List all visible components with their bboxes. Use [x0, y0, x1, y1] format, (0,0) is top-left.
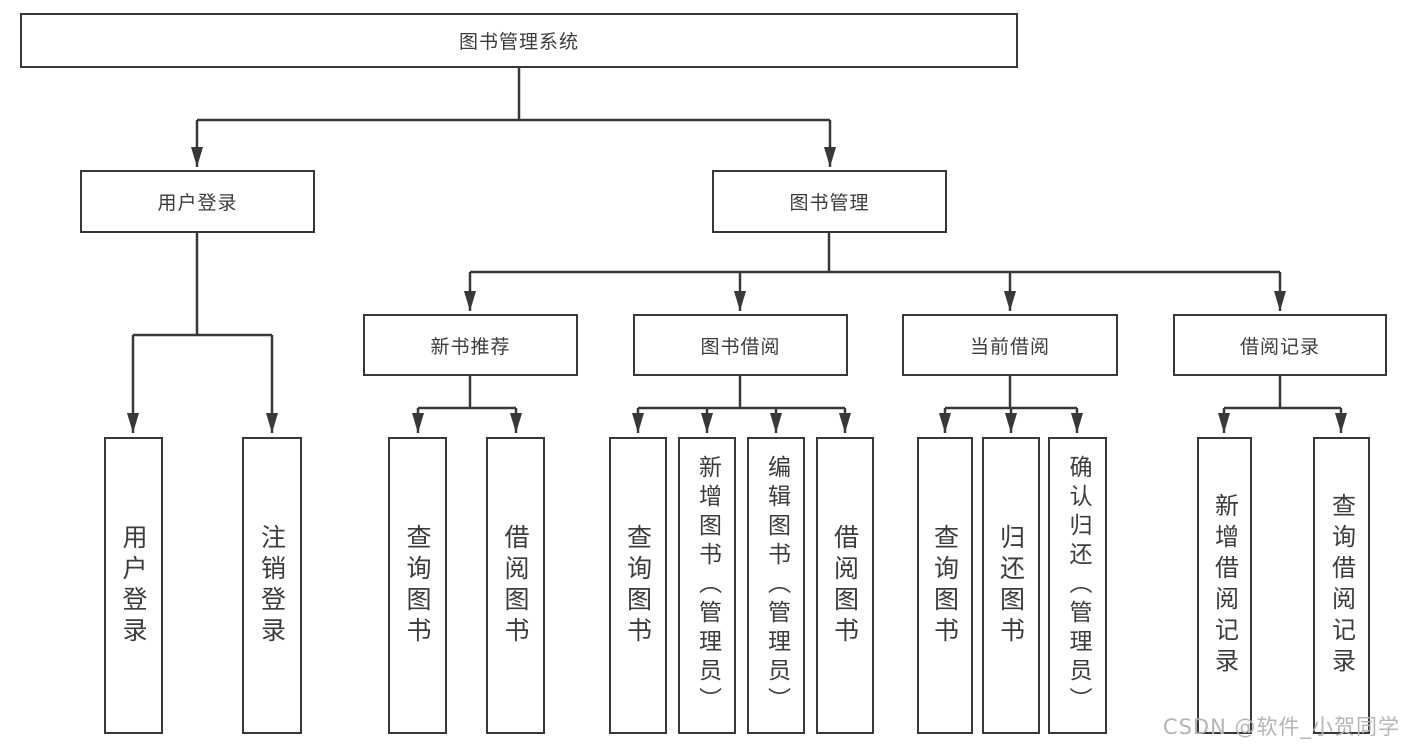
leaf-borrow-book-recommend: 借阅图书 [486, 437, 545, 734]
node-book-borrowing: 图书借阅 [633, 314, 848, 376]
node-book-borrowing-label: 图书借阅 [700, 335, 781, 358]
node-borrowing-records: 借阅记录 [1173, 314, 1387, 376]
node-borrowing-records-label: 借阅记录 [1239, 335, 1320, 358]
leaf-query-book-borrow: 查询图书 [609, 437, 667, 734]
leaf-query-book-recommend: 查询图书 [388, 437, 447, 734]
leaf-borrow-book-label: 借阅图书 [830, 523, 860, 648]
leaf-user-login: 用户登录 [104, 437, 163, 734]
leaf-borrow-book-recommend-label: 借阅图书 [501, 523, 530, 648]
node-new-book-recommendation: 新书推荐 [363, 314, 578, 376]
leaf-add-book-admin-label: 新增图书（管理员） [694, 455, 721, 716]
node-library-system-label: 图书管理系统 [458, 31, 579, 53]
node-book-management: 图书管理 [712, 170, 947, 233]
leaf-return-book-label: 归还图书 [996, 523, 1026, 648]
leaf-query-book-current: 查询图书 [917, 437, 973, 734]
watermark-text: CSDN @软件_小贺同学 [1162, 715, 1400, 739]
leaf-query-book-recommend-label: 查询图书 [403, 523, 432, 648]
leaf-query-book-borrow-label: 查询图书 [623, 523, 653, 648]
node-current-borrowing: 当前借阅 [902, 314, 1118, 376]
leaf-edit-book-admin-label: 编辑图书（管理员） [763, 455, 790, 716]
node-user-login: 用户登录 [80, 170, 315, 233]
leaf-edit-book-admin: 编辑图书（管理员） [747, 437, 805, 734]
leaf-query-book-current-label: 查询图书 [930, 523, 960, 648]
leaf-user-login-label: 用户登录 [119, 523, 148, 648]
leaf-query-borrow-record: 查询借阅记录 [1313, 437, 1370, 734]
node-new-book-recommendation-label: 新书推荐 [430, 335, 511, 358]
leaf-borrow-book: 借阅图书 [816, 437, 874, 734]
leaf-logout-label: 注销登录 [257, 523, 287, 648]
node-book-management-label: 图书管理 [789, 192, 870, 214]
leaf-confirm-return-admin-label: 确认归还（管理员） [1065, 455, 1091, 716]
leaf-logout: 注销登录 [242, 437, 302, 734]
node-library-system: 图书管理系统 [20, 13, 1018, 68]
leaf-add-borrow-record-label: 新增借阅记录 [1210, 492, 1239, 679]
leaf-confirm-return-admin: 确认归还（管理员） [1048, 437, 1107, 734]
leaf-add-book-admin: 新增图书（管理员） [678, 437, 736, 734]
node-current-borrowing-label: 当前借阅 [969, 335, 1050, 358]
leaf-add-borrow-record: 新增借阅记录 [1197, 437, 1252, 734]
leaf-query-borrow-record-label: 查询借阅记录 [1327, 492, 1356, 679]
node-user-login-label: 用户登录 [157, 192, 238, 214]
leaf-return-book: 归还图书 [982, 437, 1040, 734]
